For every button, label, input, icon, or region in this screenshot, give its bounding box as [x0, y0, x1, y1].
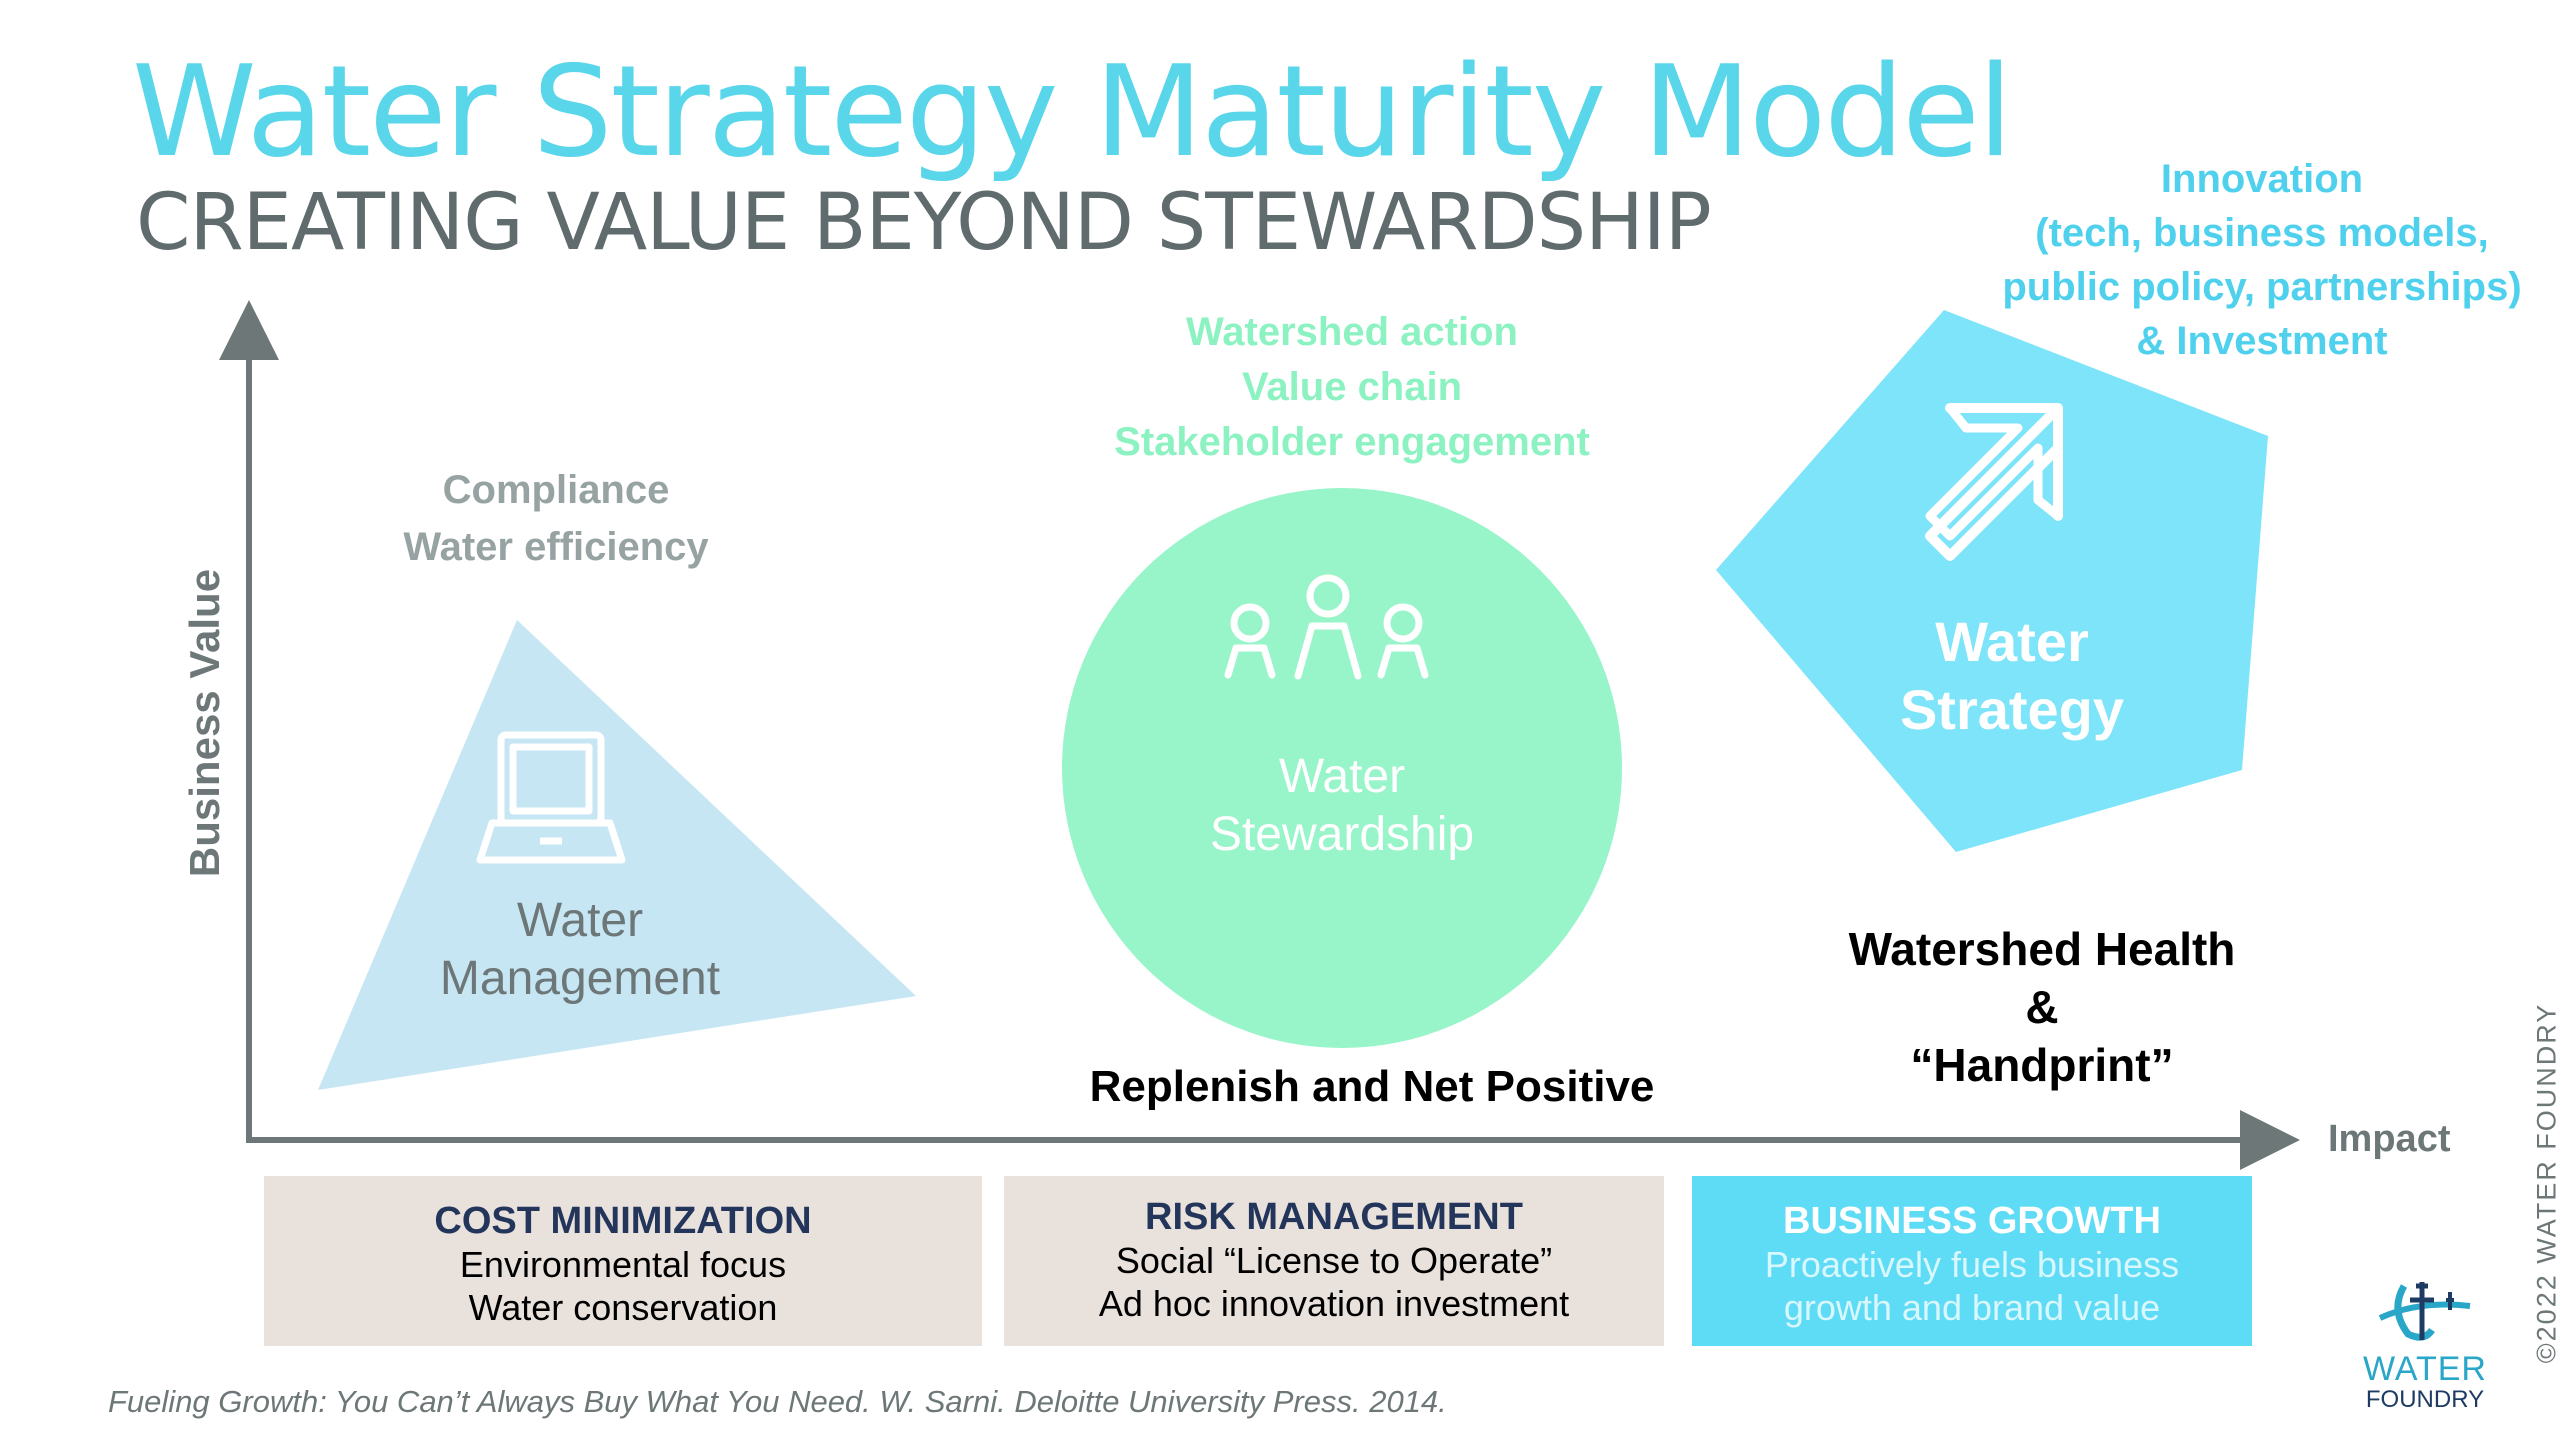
- stage-above-water-strategy: Innovation (tech, business models, publi…: [1962, 152, 2560, 368]
- x-axis-label: Impact: [2328, 1118, 2451, 1160]
- stage-above-water-management: Compliance Water efficiency: [356, 462, 756, 576]
- people-group-icon: [1224, 574, 1429, 680]
- box-line: Social “License to Operate”: [1115, 1240, 1553, 1281]
- water-strategy-pentagon: [1716, 310, 2268, 852]
- above-line: Stakeholder engagement: [1114, 420, 1590, 464]
- page-title: Water Strategy Maturity Model: [132, 38, 2013, 185]
- cost-minimization-box: COST MINIMIZATION Environmental focus Wa…: [264, 1176, 982, 1346]
- above-line: Compliance: [442, 468, 670, 512]
- box-line: Proactively fuels business: [1764, 1244, 2180, 1285]
- above-line: Watershed action: [1186, 310, 1518, 354]
- water-foundry-logo: WATER FOUNDRY: [2360, 1270, 2490, 1420]
- box-title: COST MINIMIZATION: [434, 1200, 812, 1242]
- stage-below-water-stewardship: Replenish and Net Positive: [1089, 1062, 1655, 1111]
- laptop-icon: [476, 731, 626, 864]
- above-line: Value chain: [1241, 365, 1463, 409]
- stage-name-water-stewardship: Water Stewardship: [1209, 750, 1475, 861]
- stage-name-water-strategy: Water Strategy: [1899, 610, 2125, 741]
- box-title: RISK MANAGEMENT: [1145, 1196, 1523, 1238]
- logo-icon: [2378, 1282, 2471, 1341]
- stage-below-water-strategy: Watershed Health & “Handprint”: [1848, 923, 2236, 1091]
- business-growth-box: BUSINESS GROWTH Proactively fuels busine…: [1692, 1176, 2252, 1346]
- above-line: public policy, partnerships): [2002, 265, 2522, 309]
- stage-above-water-stewardship: Watershed action Value chain Stakeholder…: [1052, 305, 1652, 470]
- box-title: BUSINESS GROWTH: [1783, 1200, 2161, 1242]
- above-line: & Investment: [2136, 319, 2388, 363]
- box-line: Water conservation: [468, 1287, 778, 1328]
- copyright: ©2022 WATER FOUNDRY: [2531, 1002, 2560, 1364]
- page-subtitle: CREATING VALUE BEYOND STEWARDSHIP: [136, 178, 1712, 268]
- logo-text-foundry: FOUNDRY: [2365, 1386, 2485, 1413]
- risk-management-box: RISK MANAGEMENT Social “License to Opera…: [1004, 1176, 1664, 1346]
- box-line: Environmental focus: [459, 1244, 787, 1285]
- water-stewardship-circle: [1062, 488, 1622, 1048]
- above-line: (tech, business models,: [2035, 211, 2489, 255]
- stage-name-water-management: Water Management: [439, 894, 721, 1005]
- y-axis-label: Business Value: [181, 568, 228, 878]
- above-line: Water efficiency: [403, 525, 709, 569]
- above-line: Innovation: [2160, 157, 2364, 201]
- box-line: Ad hoc innovation investment: [1098, 1283, 1570, 1324]
- arrow-up-right-icon: [1925, 403, 2063, 561]
- source-citation: Fueling Growth: You Can’t Always Buy Wha…: [108, 1384, 1447, 1419]
- box-line: growth and brand value: [1783, 1287, 2161, 1328]
- logo-text-water: WATER: [2363, 1350, 2487, 1388]
